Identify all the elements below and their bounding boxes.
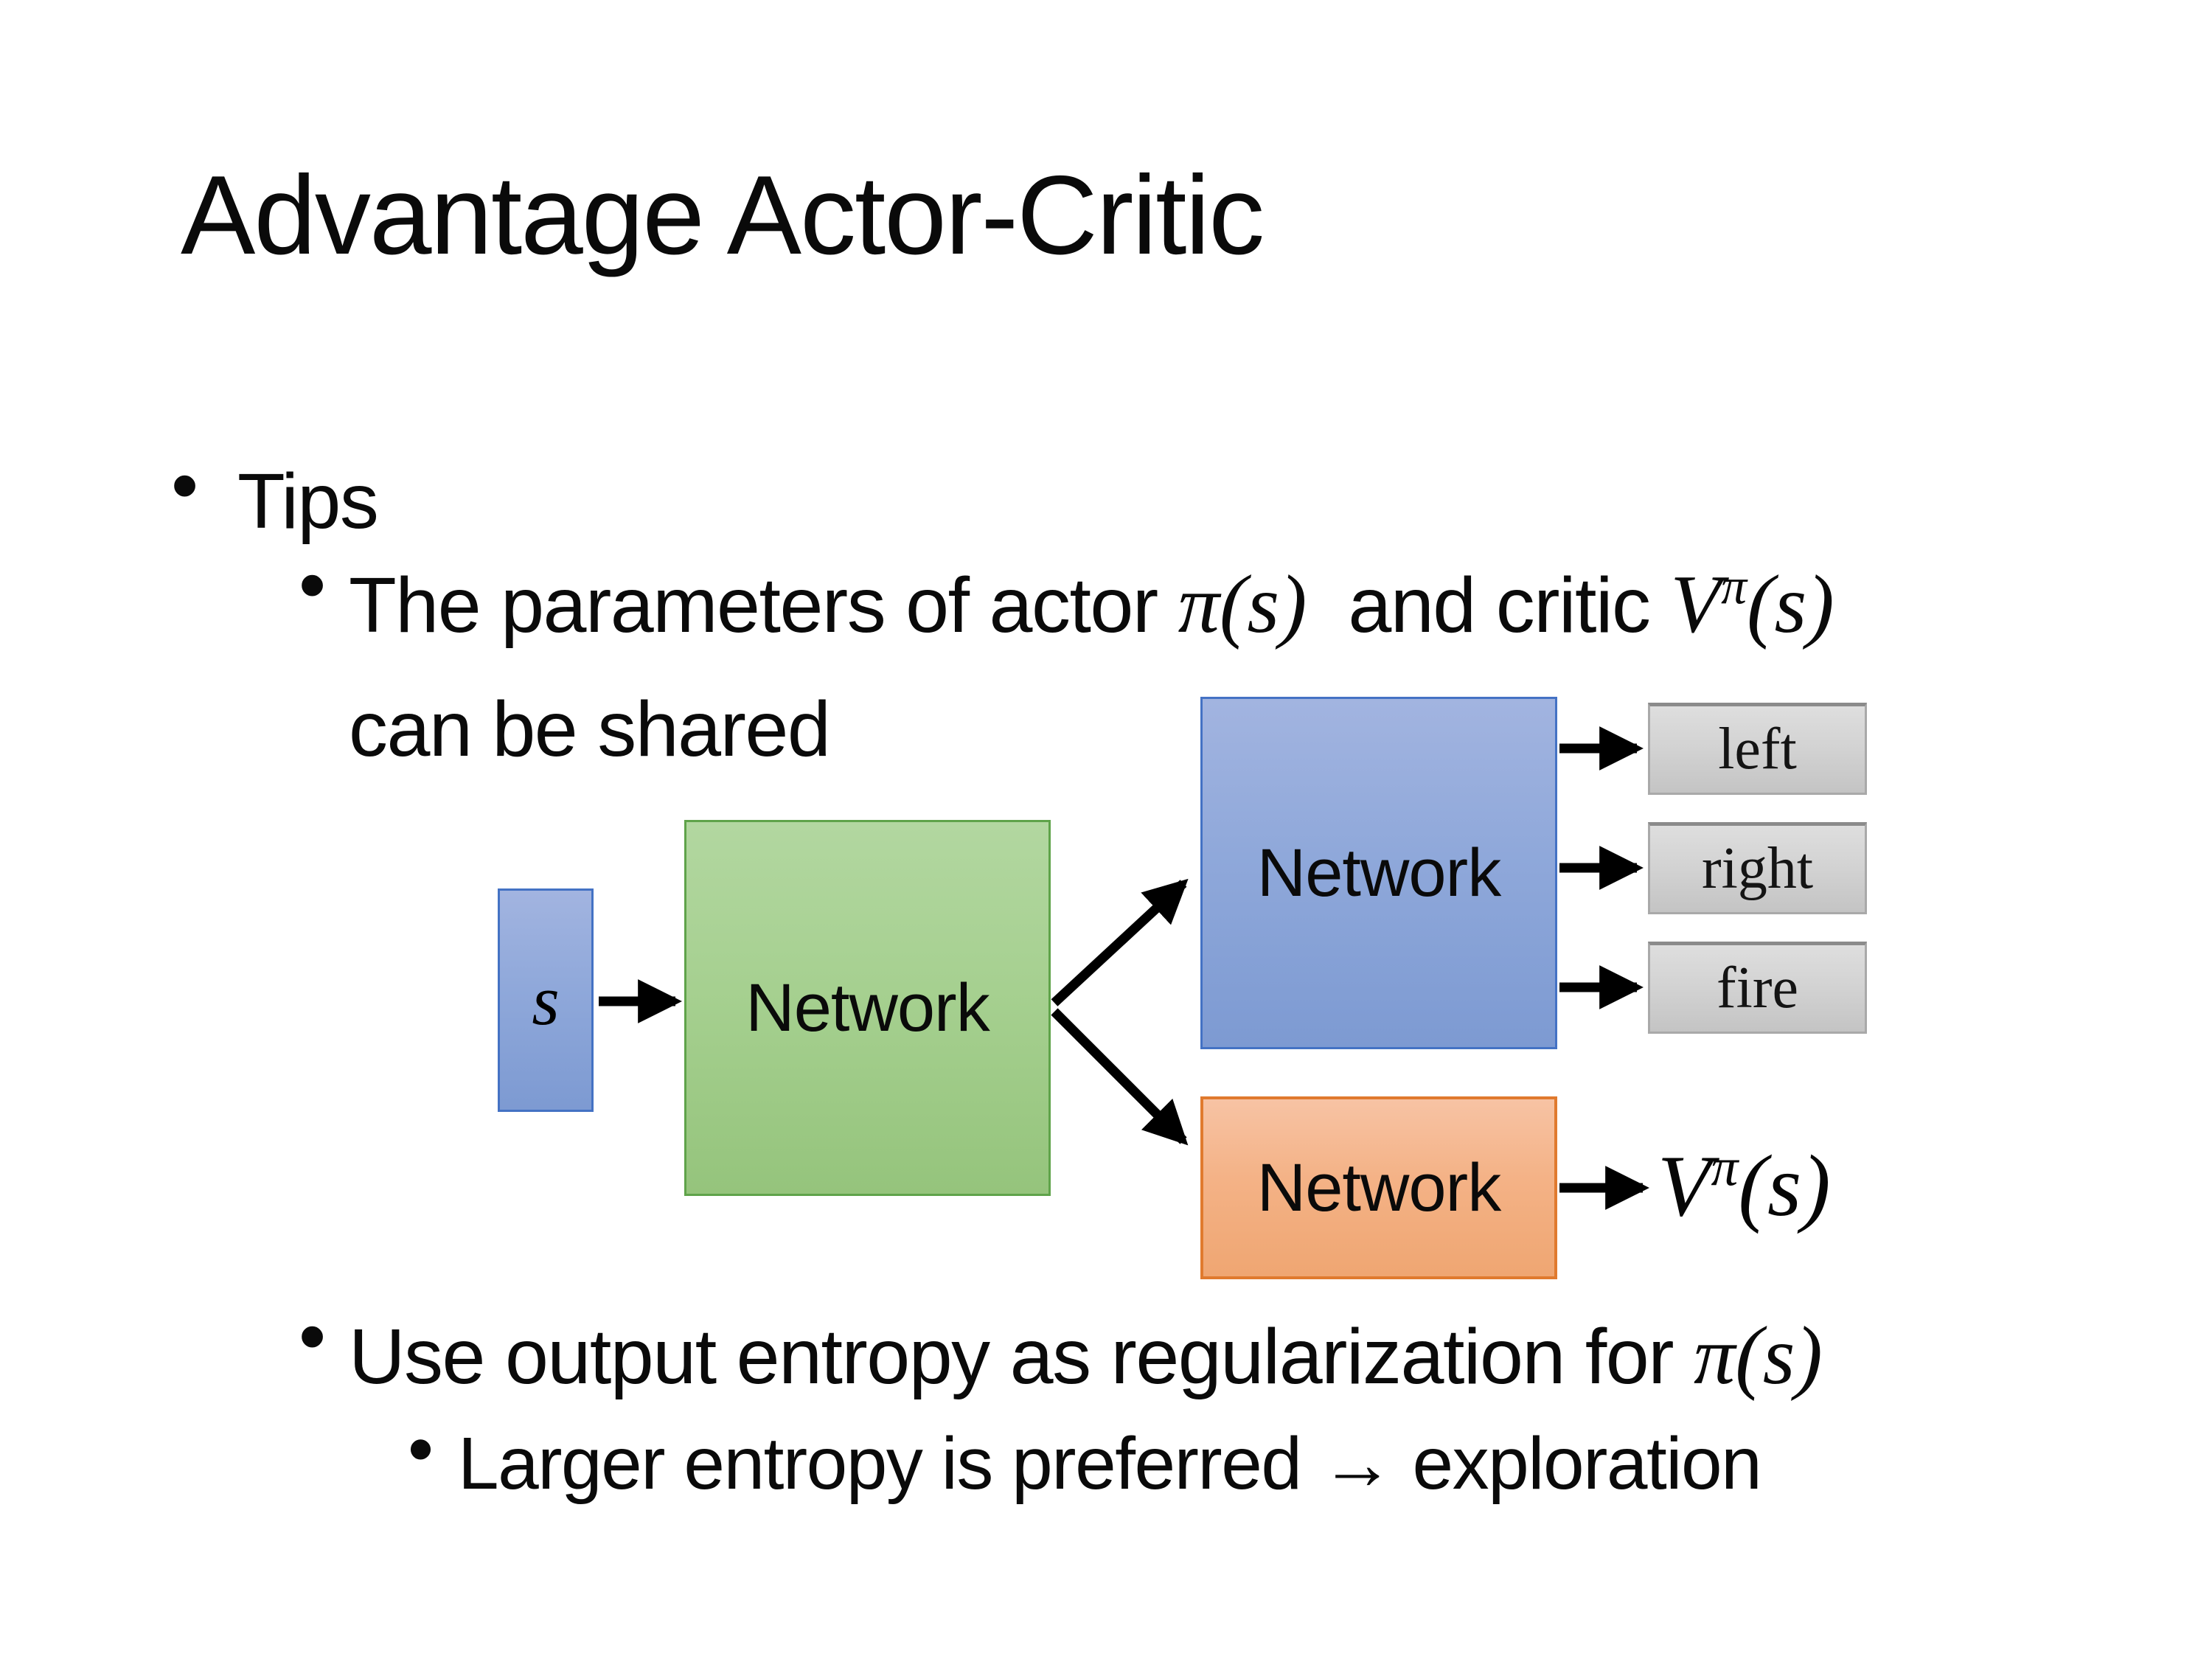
value-args: (s) [1738, 1137, 1831, 1234]
bullet-tips-text: Tips [237, 458, 379, 545]
param-text-pre: The parameters of actor [349, 562, 1178, 649]
value-base: V [1658, 1137, 1711, 1234]
action-label-fire: fire [1716, 956, 1798, 1020]
state-label: s [532, 961, 560, 1040]
bullet-dot: • [408, 1408, 434, 1490]
entropy-text-pre: Use output entropy as regularization for [349, 1313, 1694, 1400]
action-label-left: left [1718, 717, 1797, 782]
value-sup: π [1711, 1136, 1739, 1197]
critic-value-math: Vπ(s) [1671, 559, 1834, 650]
action-box-fire: fire [1648, 942, 1867, 1034]
action-label-right: right [1701, 836, 1814, 901]
bullet-exploration: • Larger entropy is preferred → explorat… [408, 1407, 1762, 1521]
bullet-dot: • [171, 442, 198, 529]
critic-value-sup: π [1721, 558, 1747, 616]
value-output-label: Vπ(s) [1658, 1135, 1831, 1237]
actor-network-label: Network [1256, 835, 1501, 911]
value-output-math: Vπ(s) [1658, 1137, 1831, 1234]
action-box-left: left [1648, 703, 1867, 795]
slide-title: Advantage Actor-Critic [181, 153, 1265, 278]
actor-network-box: Network [1200, 697, 1557, 1049]
critic-value-args: (s) [1747, 559, 1834, 650]
bullet-entropy-text: Use output entropy as regularization for… [349, 1292, 1823, 1420]
entropy-policy-math: π(s) [1694, 1310, 1823, 1402]
shared-network-label: Network [745, 970, 990, 1046]
arrow-shared-to-critic [1051, 1008, 1189, 1146]
arrow-shared-to-actor [1051, 878, 1189, 1006]
critic-network-label: Network [1256, 1150, 1501, 1225]
critic-network-box: Network [1200, 1096, 1557, 1279]
bullet-exploration-text: Larger entropy is preferred → exploratio… [458, 1422, 1762, 1505]
bullet-parameters-text: The parameters of actor π(s) and critic … [349, 540, 1834, 790]
shared-network-box: Network [684, 820, 1051, 1196]
state-input-box: s [498, 888, 594, 1112]
critic-value-base: V [1670, 559, 1722, 650]
bullet-tips: • Tips [171, 441, 379, 562]
bullet-parameters: • The parameters of actor π(s) and criti… [299, 540, 1834, 790]
action-box-right: right [1648, 822, 1867, 914]
actor-policy-math: π(s) [1178, 559, 1307, 650]
bullet-entropy: • Use output entropy as regularization f… [299, 1292, 1823, 1420]
bullet-dot: • [299, 541, 326, 628]
param-text-mid: and critic [1307, 562, 1671, 649]
param-text-line2: can be shared [349, 686, 831, 773]
bullet-dot: • [299, 1293, 326, 1380]
